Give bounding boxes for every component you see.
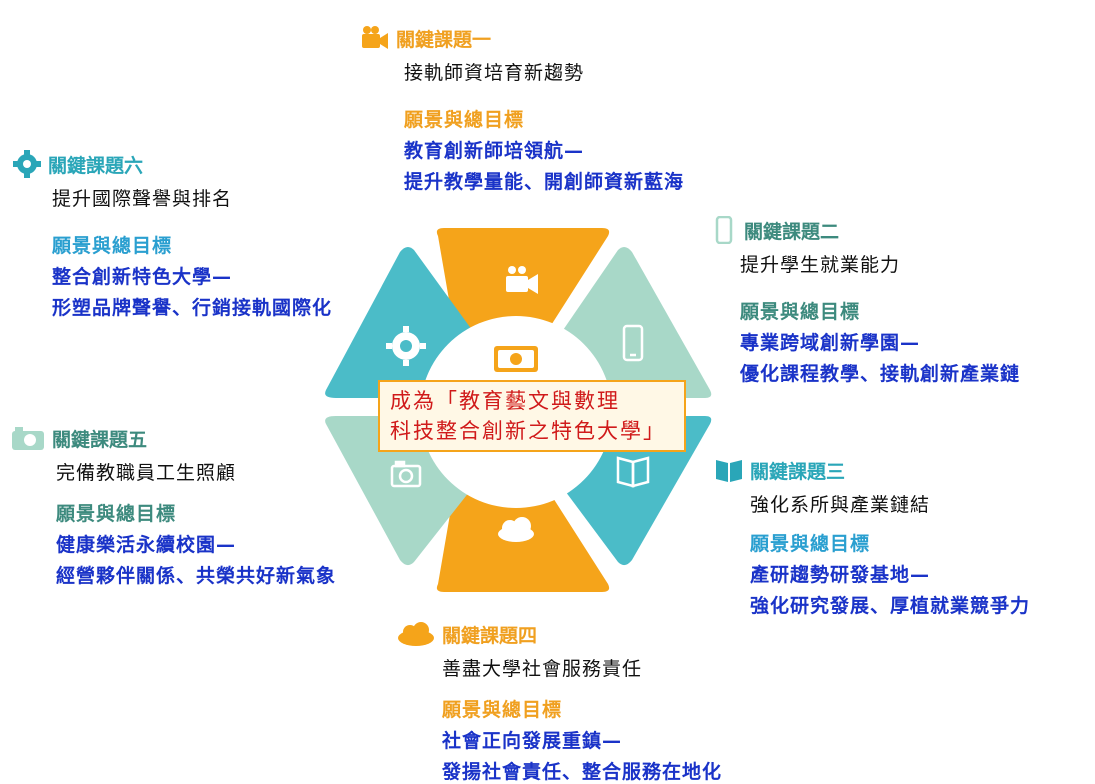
issue-6-vision-line-2: 形塑品牌聲譽、行銷接軌國際化 xyxy=(52,297,333,319)
issue-5-theme: 完備教職員工生照顧 xyxy=(56,462,237,484)
issue-2-vision-line-2: 優化課程教學、接軌創新產業鏈 xyxy=(740,363,1021,385)
issue-1-block: 關鍵課題一 接軌師資培育新趨勢 願景與總目標 教育創新師培領航— 提升教學量能、… xyxy=(360,24,684,194)
issue-2-vision-heading: 願景與總目標 xyxy=(740,301,861,323)
issue-2-vision-line-1: 專業跨域創新學園— xyxy=(740,332,921,354)
issue-5-block: 關鍵課題五 完備教職員工生照顧 願景與總目標 健康樂活永續校園— 經營夥伴關係、… xyxy=(10,424,336,588)
center-line-1: 成為「教育藝文與數理 xyxy=(390,389,620,413)
issue-6-vision-heading: 願景與總目標 xyxy=(52,235,173,257)
money-icon xyxy=(494,346,538,372)
cloud-icon xyxy=(498,517,534,542)
issue-1-vision-line-1: 教育創新師培領航— xyxy=(404,140,585,162)
issue-5-title: 關鍵課題五 xyxy=(52,428,148,451)
issue-3-vision-line-2: 強化研究發展、厚植就業競爭力 xyxy=(750,595,1031,617)
video-camera-icon xyxy=(360,24,390,52)
center-line-2: 科技整合創新之特色大學」 xyxy=(390,419,666,443)
issue-1-vision-line-2: 提升教學量能、開創師資新藍海 xyxy=(404,171,685,193)
issue-4-vision-heading: 願景與總目標 xyxy=(442,699,563,721)
issue-4-title: 關鍵課題四 xyxy=(442,624,538,647)
issue-6-title: 關鍵課題六 xyxy=(48,154,144,177)
issue-4-vision-line-1: 社會正向發展重鎮— xyxy=(442,730,623,752)
issue-4-theme: 善盡大學社會服務責任 xyxy=(442,658,643,680)
smartphone-icon xyxy=(708,216,738,244)
center-statement: 成為「教育藝文與數理 科技整合創新之特色大學」 xyxy=(378,380,686,452)
issue-3-theme: 強化系所與產業鏈結 xyxy=(750,494,931,516)
book-icon xyxy=(616,456,650,488)
camera-icon xyxy=(390,460,422,488)
issue-6-vision-line-1: 整合創新特色大學— xyxy=(52,266,233,288)
issue-1-theme: 接軌師資培育新趨勢 xyxy=(404,62,585,84)
cloud-icon xyxy=(396,620,436,648)
issue-6-block: 關鍵課題六 提升國際聲譽與排名 願景與總目標 整合創新特色大學— 形塑品牌聲譽、… xyxy=(12,150,332,320)
gear-icon xyxy=(12,150,42,178)
issue-3-title: 關鍵課題三 xyxy=(750,460,846,483)
camera-icon xyxy=(10,424,46,452)
smartphone-icon xyxy=(622,324,644,362)
issue-1-vision-heading: 願景與總目標 xyxy=(404,109,525,131)
issue-4-block: 關鍵課題四 善盡大學社會服務責任 願景與總目標 社會正向發展重鎮— 發揚社會責任… xyxy=(396,620,722,784)
issue-4-vision-line-2: 發揚社會責任、整合服務在地化 xyxy=(442,761,723,783)
book-icon xyxy=(714,456,744,484)
gear-icon xyxy=(386,326,426,366)
issue-2-theme: 提升學生就業能力 xyxy=(740,254,901,276)
issue-5-vision-line-2: 經營夥伴關係、共榮共好新氣象 xyxy=(56,565,337,587)
issue-6-theme: 提升國際聲譽與排名 xyxy=(52,188,233,210)
issue-5-vision-line-1: 健康樂活永續校園— xyxy=(56,534,237,556)
issue-5-vision-heading: 願景與總目標 xyxy=(56,503,177,525)
issue-3-vision-line-1: 產研趨勢研發基地— xyxy=(750,564,931,586)
video-camera-icon xyxy=(506,266,538,294)
issue-3-block: 關鍵課題三 強化系所與產業鏈結 願景與總目標 產研趨勢研發基地— 強化研究發展、… xyxy=(714,456,1030,618)
issue-2-block: 關鍵課題二 提升學生就業能力 願景與總目標 專業跨域創新學園— 優化課程教學、接… xyxy=(708,216,1020,386)
issue-2-title: 關鍵課題二 xyxy=(744,220,840,243)
issue-3-vision-heading: 願景與總目標 xyxy=(750,533,871,555)
issue-1-title: 關鍵課題一 xyxy=(396,28,492,51)
